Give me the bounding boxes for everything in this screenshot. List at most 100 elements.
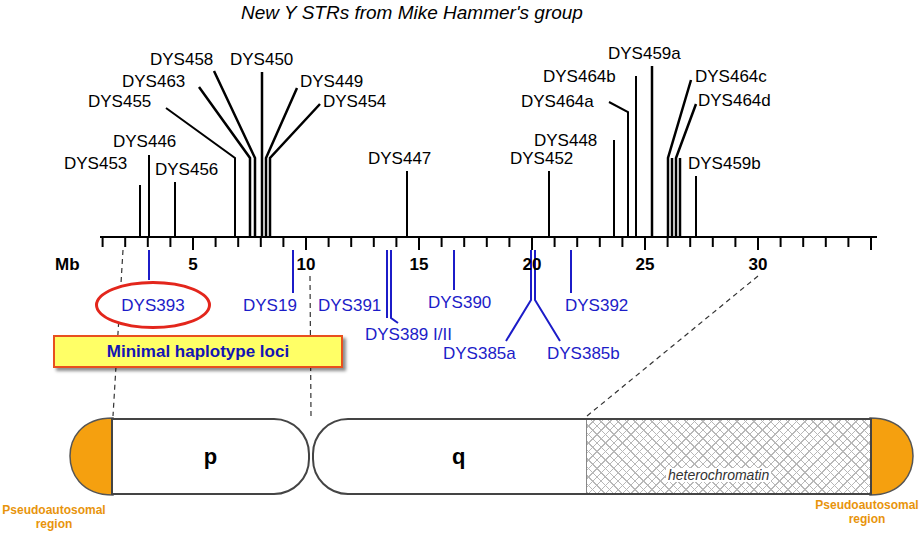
axis-tick <box>508 237 510 247</box>
str-locus-label: DYS459b <box>688 155 761 172</box>
str-locus-label: DYS446 <box>113 133 176 150</box>
marker-line <box>679 158 682 237</box>
minimal-haplotype-box: Minimal haplotype loci <box>53 335 343 368</box>
heterochromatin-band: heterochromatin <box>586 420 870 493</box>
marker-line <box>261 72 264 237</box>
axis-tick <box>644 237 646 250</box>
axis-tick <box>780 237 782 247</box>
marker-line <box>292 250 294 293</box>
axis-tick <box>395 237 397 247</box>
axis-tick <box>847 237 849 247</box>
str-locus-label: DYS448 <box>534 132 597 149</box>
node-text: DYS393 <box>121 297 184 314</box>
axis-label: 20 <box>523 256 542 273</box>
axis-tick <box>305 237 307 250</box>
dashed-projection <box>113 250 123 416</box>
projection-lines <box>113 250 758 416</box>
marker-line <box>386 250 388 318</box>
axis-tick <box>554 237 556 247</box>
axis-label: 10 <box>297 256 316 273</box>
axis-tick <box>373 237 375 247</box>
str-locus-label: DYS464d <box>698 92 771 109</box>
str-locus-label: DYS464a <box>521 93 594 110</box>
locus-highlight-ellipse: DYS393 <box>95 281 211 329</box>
minimal-locus-label: DYS391 <box>318 297 381 314</box>
axis-tick <box>599 237 601 247</box>
marker-line <box>613 140 615 237</box>
str-locus-label: DYS456 <box>155 161 218 178</box>
str-locus-label: DYS463 <box>122 73 185 90</box>
marker-leader <box>668 80 691 237</box>
marker-line <box>548 171 550 237</box>
marker-line <box>651 66 654 237</box>
axis-tick <box>463 237 465 247</box>
str-markers <box>140 66 696 237</box>
axis-label: 15 <box>410 256 429 273</box>
marker-line <box>570 250 572 293</box>
minimal-locus-label: DYS389 I/II <box>365 326 452 343</box>
axis-tick <box>621 237 623 247</box>
axis-tick <box>802 237 804 247</box>
str-locus-label: DYS455 <box>88 93 151 110</box>
axis-tick <box>667 237 669 247</box>
str-locus-label: DYS464b <box>543 68 616 85</box>
marker-line <box>406 171 408 237</box>
axis-tick <box>870 237 872 250</box>
axis-tick <box>734 237 736 247</box>
str-locus-label: DYS452 <box>510 150 573 167</box>
node-text: p <box>204 446 217 468</box>
node-text: Minimal haplotype loci <box>107 343 289 360</box>
minimal-locus-label: DYS385b <box>547 345 620 362</box>
marker-leader <box>214 71 255 237</box>
axis-tick <box>192 237 194 250</box>
axis-tick <box>712 237 714 247</box>
node-text: q <box>452 446 465 468</box>
axis-tick <box>825 237 827 247</box>
axis-tick <box>328 237 330 247</box>
axis-tick <box>260 237 262 247</box>
axis-tick <box>441 237 443 247</box>
axis-tick <box>531 237 533 250</box>
axis-label: 25 <box>636 256 655 273</box>
pseudoautosomal-cap <box>70 418 113 495</box>
str-locus-label: DYS464c <box>695 68 767 85</box>
marker-line <box>695 176 697 237</box>
axis-tick <box>486 237 488 247</box>
axis-tick <box>124 237 126 247</box>
axis-label: 5 <box>188 256 197 273</box>
axis-ticks <box>103 237 871 250</box>
axis-tick <box>147 237 149 247</box>
title: New Y STRs from Mike Hammer's group <box>241 3 583 22</box>
marker-line <box>139 185 141 237</box>
str-locus-label: DYS447 <box>368 150 431 167</box>
str-locus-label: DYS458 <box>150 51 213 68</box>
marker-line <box>148 155 150 237</box>
str-locus-label: DYS453 <box>64 155 127 172</box>
axis-tick <box>215 237 217 247</box>
axis-tick <box>576 237 578 247</box>
axis-tick <box>237 237 239 247</box>
marker-line <box>148 250 150 280</box>
marker-line <box>635 76 637 237</box>
minimal-locus-label: DYS19 <box>243 297 297 314</box>
minimal-locus-label: DYS390 <box>428 294 491 311</box>
axis-tick <box>169 237 171 247</box>
axis-tick <box>418 237 420 250</box>
marker-leader <box>609 102 628 237</box>
minimal-loci-markers <box>149 250 571 341</box>
axis-label: 30 <box>749 256 768 273</box>
minimal-locus-label: DYS385a <box>443 345 516 362</box>
q-arm: q heterochromatin <box>312 418 872 495</box>
axis-tick <box>689 237 691 247</box>
str-locus-label: DYS454 <box>323 93 386 110</box>
axis-label: Mb <box>55 256 80 273</box>
p-arm: p <box>111 418 310 495</box>
marker-leader <box>391 250 398 323</box>
pseudoautosomal-cap <box>870 418 913 495</box>
marker-line <box>671 158 674 237</box>
marker-leader <box>270 104 320 237</box>
marker-line <box>453 250 455 290</box>
axis-tick <box>102 237 104 247</box>
region-label: Pseudoautosomal region <box>815 498 919 527</box>
